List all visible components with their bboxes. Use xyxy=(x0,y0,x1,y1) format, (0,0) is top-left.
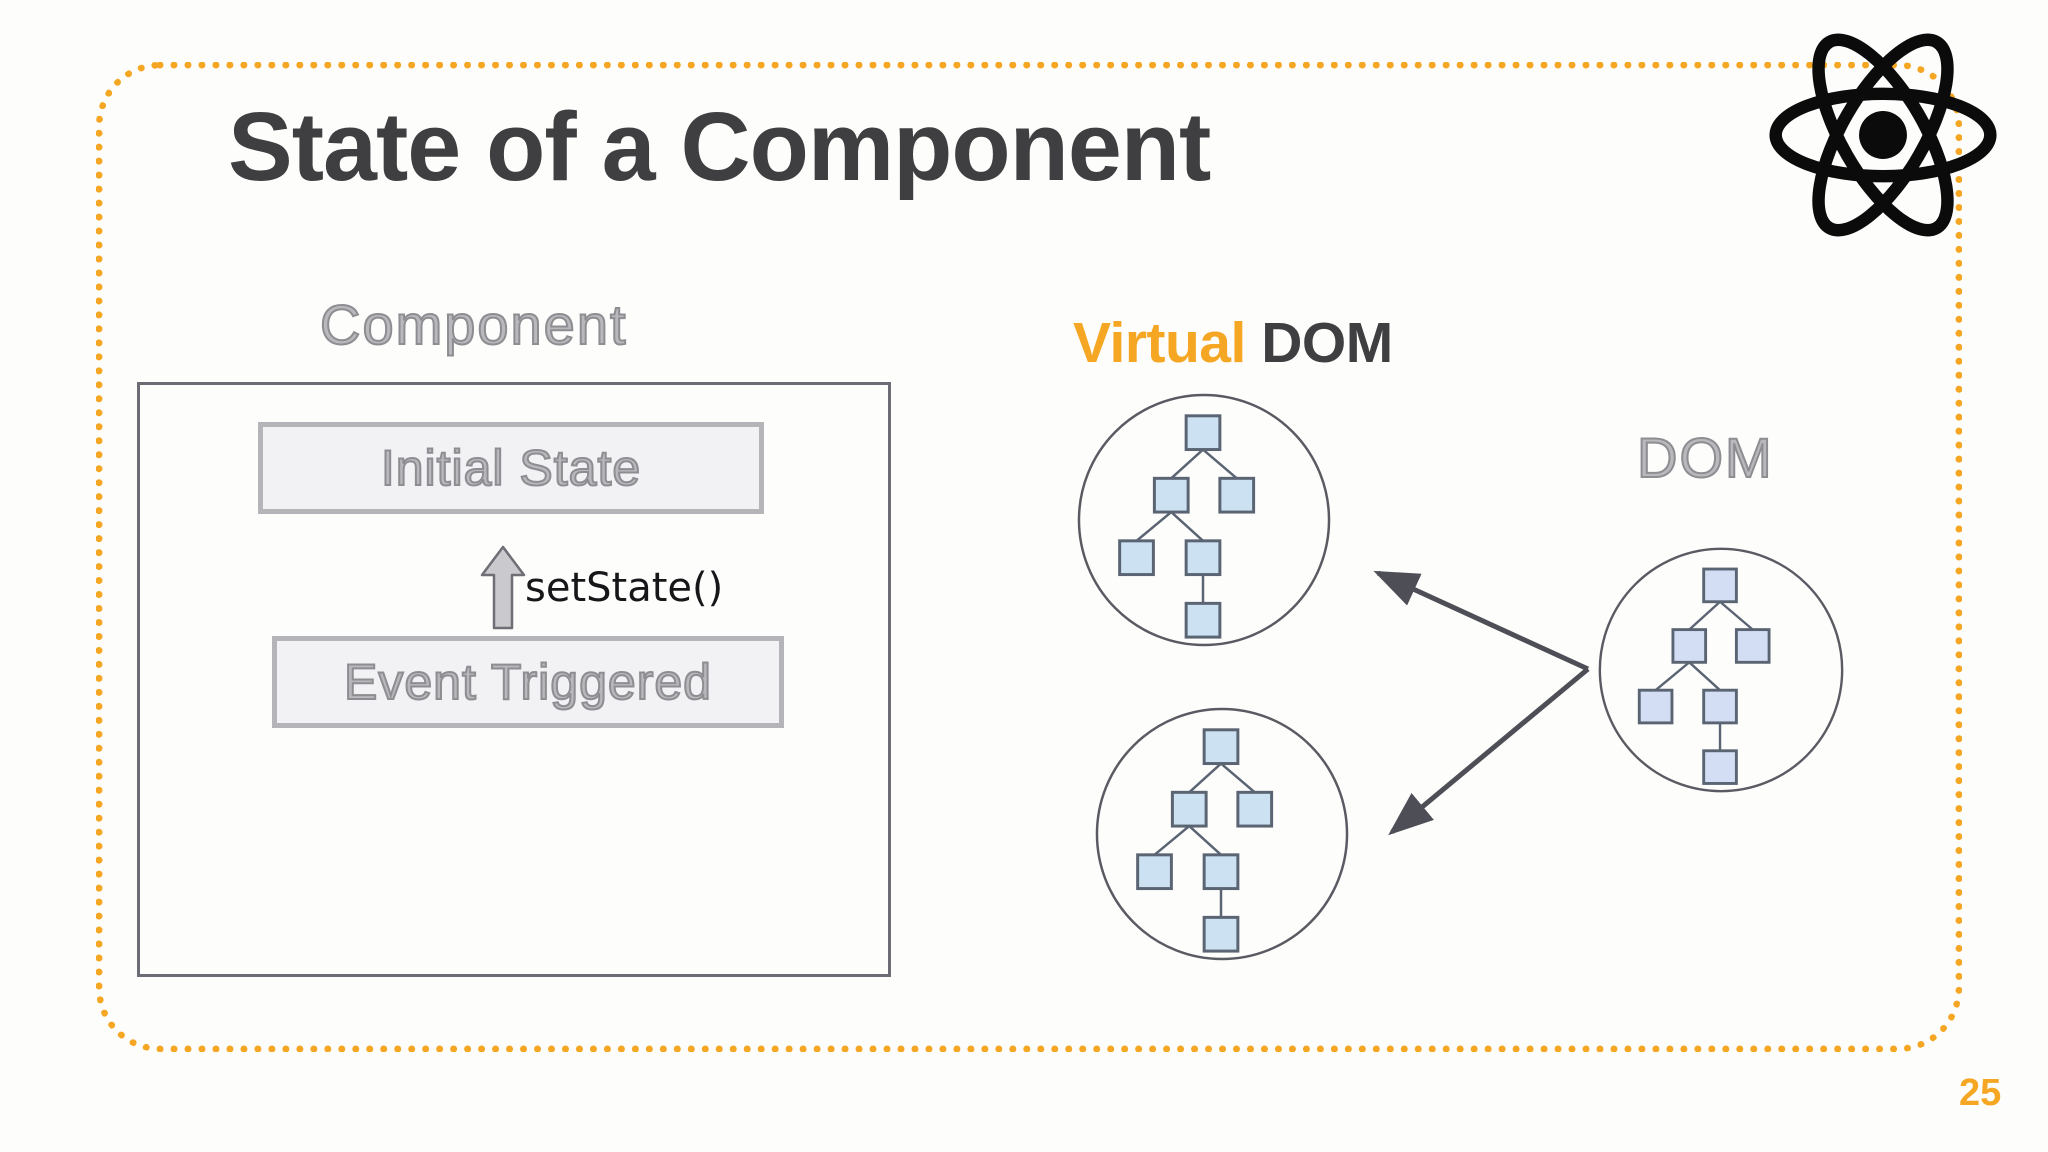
initial-state-label: Initial State xyxy=(380,439,642,497)
tree-edge xyxy=(1202,448,1238,480)
dom-to-virtual-dom-top-arrow xyxy=(1373,570,1590,672)
set-state-label: setState() xyxy=(525,565,724,611)
virtual-dom-tree-bottom xyxy=(1095,707,1349,961)
tree-node xyxy=(1702,567,1738,604)
tree-node xyxy=(1637,688,1674,725)
virtual-dom-heading-rest: DOM xyxy=(1261,311,1393,375)
tree-node xyxy=(1170,790,1208,828)
tree-node xyxy=(1734,628,1771,664)
tree-node xyxy=(1118,539,1155,577)
tree-node xyxy=(1218,476,1256,514)
tree-node xyxy=(1236,790,1274,828)
tree-node xyxy=(1202,728,1240,766)
tree-node xyxy=(1202,853,1240,891)
tree-node xyxy=(1152,476,1190,514)
tree-edge xyxy=(1135,511,1173,542)
tree-node xyxy=(1671,628,1708,664)
tree-edge xyxy=(1153,825,1191,856)
dom-heading: DOM xyxy=(1636,425,1774,490)
tree-edge xyxy=(1220,762,1256,794)
tree-node xyxy=(1702,688,1738,725)
component-heading: Component xyxy=(319,292,628,357)
event-triggered-label: Event Triggered xyxy=(343,653,712,711)
tree-edge xyxy=(1688,600,1721,631)
page-number: 25 xyxy=(1959,1072,2002,1114)
tree-node xyxy=(1184,414,1222,452)
tree-edge xyxy=(1688,661,1721,692)
virtual-dom-tree-top xyxy=(1077,393,1331,647)
tree-edge xyxy=(1719,600,1754,631)
tree-edge xyxy=(1170,511,1204,542)
tree-node xyxy=(1184,539,1222,577)
initial-state-box[interactable]: Initial State xyxy=(258,422,764,514)
dom-tree xyxy=(1598,547,1844,793)
react-atom-logo xyxy=(1769,33,1997,237)
virtual-dom-heading: Virtual DOM xyxy=(1073,310,1393,376)
tree-edge xyxy=(1188,762,1222,794)
event-triggered-box[interactable]: Event Triggered xyxy=(272,636,784,728)
tree-edge xyxy=(1654,661,1691,692)
set-state-up-arrow-icon xyxy=(480,545,526,630)
tree-node xyxy=(1702,749,1738,785)
page-title: State of a Component xyxy=(228,92,1211,201)
dom-to-virtual-dom-bottom-arrow xyxy=(1388,667,1590,836)
tree-edge xyxy=(1170,448,1204,480)
tree-node xyxy=(1136,853,1173,891)
tree-node xyxy=(1202,915,1240,953)
component-container-box xyxy=(137,382,891,977)
virtual-dom-heading-accent: Virtual xyxy=(1073,311,1246,375)
tree-node xyxy=(1184,601,1222,639)
tree-edge xyxy=(1188,825,1222,856)
